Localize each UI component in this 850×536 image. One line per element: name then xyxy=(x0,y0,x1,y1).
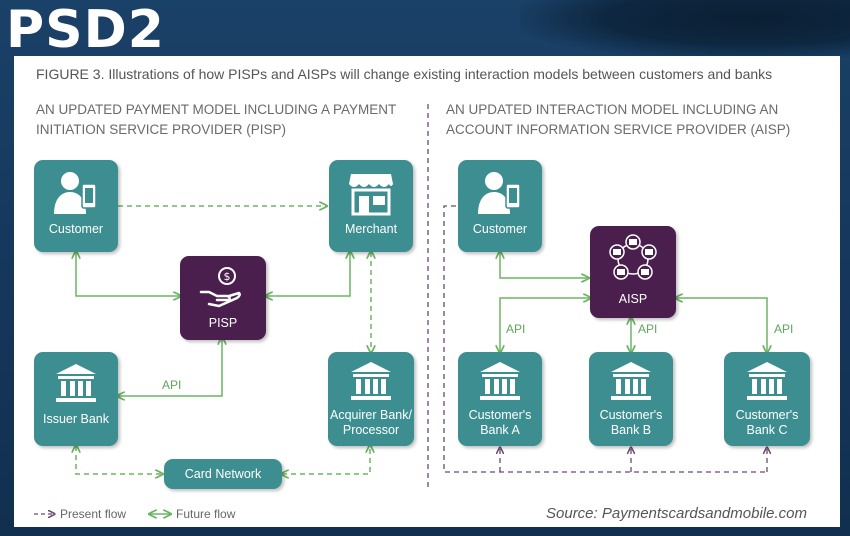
edge-aisp-bank-a xyxy=(500,298,590,352)
node-bank-b-label-line1: Customer's xyxy=(599,408,663,422)
node-aisp-label: AISP xyxy=(618,292,648,306)
node-merchant-label: Merchant xyxy=(344,222,398,236)
svg-text:$: $ xyxy=(224,270,231,283)
background-map-decoration xyxy=(520,0,850,60)
node-bank-c-label-line2: Bank C xyxy=(746,423,788,437)
bank-icon xyxy=(480,362,520,400)
legend-future-flow: Future flow xyxy=(176,507,236,521)
left-section-title-line1: AN UPDATED PAYMENT MODEL INCLUDING A PAY… xyxy=(36,102,397,117)
node-acquirer-label-line2: Processor xyxy=(342,423,400,437)
payment-hand-icon: $ xyxy=(199,267,241,308)
node-acquirer-bank-label: Acquirer Bank/ Processor xyxy=(328,408,414,438)
edge-merchant-pisp xyxy=(266,252,350,296)
customer-icon xyxy=(54,172,97,214)
node-customer-right: Customer xyxy=(458,160,542,252)
api-label-bank-c: API xyxy=(774,322,794,336)
node-bank-a-label-line2: Bank A xyxy=(480,423,520,437)
bank-icon xyxy=(611,362,651,400)
figure-caption: FIGURE 3. Illustrations of how PISPs and… xyxy=(36,66,773,82)
right-section-title-line1: AN UPDATED INTERACTION MODEL INCLUDING A… xyxy=(446,102,779,117)
api-label-bank-b: API xyxy=(638,322,658,336)
node-acquirer-label-line1: Acquirer Bank/ xyxy=(330,408,412,422)
node-customer-right-label: Customer xyxy=(472,222,528,236)
bank-icon xyxy=(351,362,391,400)
node-bank-c-label-line1: Customer's xyxy=(735,408,799,422)
headline: PSD2 xyxy=(6,0,165,60)
edge-aisp-bank-c xyxy=(676,298,767,352)
node-customer-left: Customer xyxy=(34,160,118,252)
node-customer-left-label: Customer xyxy=(48,222,104,236)
figure-panel: FIGURE 3. Illustrations of how PISPs and… xyxy=(14,56,840,527)
left-section-title-line2: INITIATION SERVICE PROVIDER (PISP) xyxy=(36,122,287,137)
bank-icon xyxy=(747,362,787,400)
node-bank-b-label: Customer's Bank B xyxy=(589,408,673,438)
customer-icon xyxy=(478,172,521,214)
node-issuer-bank: Issuer Bank xyxy=(34,352,118,446)
node-issuer-bank-label: Issuer Bank xyxy=(42,412,109,426)
node-bank-b-label-line2: Bank B xyxy=(610,423,652,437)
edge-pisp-issuer xyxy=(118,338,222,396)
edge-customer-aisp xyxy=(500,252,588,278)
node-card-network: Card Network xyxy=(164,459,282,489)
api-label-bank-a: API xyxy=(506,322,526,336)
node-aisp: AISP xyxy=(590,226,676,318)
node-bank-a-label-line1: Customer's xyxy=(468,408,532,422)
node-bank-a-label: Customer's Bank A xyxy=(458,408,542,438)
edge-cardnetwork-acquirer xyxy=(282,446,370,474)
connection-lines xyxy=(34,104,840,527)
edge-customer-pisp xyxy=(76,252,180,296)
legend-present-flow: Present flow xyxy=(60,507,127,521)
node-bank-b: Customer's Bank B xyxy=(589,352,673,446)
left-section-title: AN UPDATED PAYMENT MODEL INCLUDING A PAY… xyxy=(36,100,396,140)
node-pisp: $ PISP xyxy=(180,256,266,340)
api-label-pisp-issuer: API xyxy=(162,378,182,392)
node-merchant: Merchant xyxy=(329,160,413,252)
node-bank-c-label: Customer's Bank C xyxy=(724,408,810,438)
right-section-title: AN UPDATED INTERACTION MODEL INCLUDING A… xyxy=(446,100,790,140)
node-pisp-label: PISP xyxy=(208,316,238,330)
edge-issuer-cardnetwork xyxy=(76,446,162,474)
bank-icon xyxy=(56,364,96,402)
source-credit: Source: Paymentscardsandmobile.com xyxy=(546,505,807,522)
right-section-title-line2: ACCOUNT INFORMATION SERVICE PROVIDER (AI… xyxy=(446,122,791,137)
node-acquirer-bank: Acquirer Bank/ Processor xyxy=(328,352,414,446)
node-bank-a: Customer's Bank A xyxy=(458,352,542,446)
bank-network-icon xyxy=(609,234,657,280)
node-bank-c: Customer's Bank C xyxy=(724,352,810,446)
shop-icon xyxy=(349,174,393,216)
edge-present-customer-banks xyxy=(443,205,767,473)
